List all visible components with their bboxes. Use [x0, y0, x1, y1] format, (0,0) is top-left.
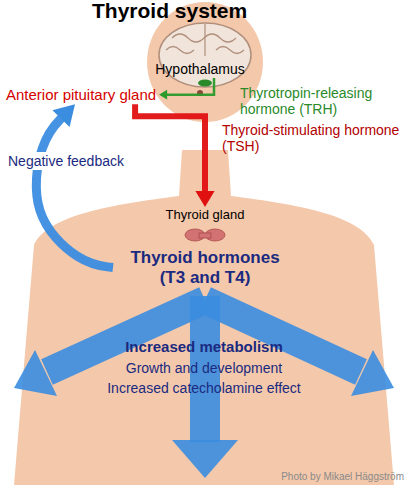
- arrowhead: [52, 104, 75, 127]
- organ-label: Anterior pituitary gland: [3, 85, 159, 104]
- watermark: Photo by Mikael Häggström: [281, 471, 404, 483]
- brain-gyri: [166, 24, 244, 56]
- effect-arrowhead: [172, 440, 238, 478]
- effect-label: Increased metabolism: [0, 338, 408, 355]
- connector-line: [165, 78, 214, 95]
- brain-gyrus: [166, 47, 194, 54]
- brain-gyrus: [172, 34, 236, 42]
- arrowhead: [159, 90, 167, 100]
- edge-label: Thyrotropin-releasing hormone (TRH): [240, 85, 406, 117]
- connector-line: [135, 104, 205, 194]
- effect-arrowhead: [14, 350, 57, 396]
- brain: [159, 23, 251, 87]
- hypothalamus-spot: [198, 80, 212, 87]
- node-text: Hypothalamus: [155, 61, 245, 77]
- hormone-label: Thyroid hormones (T3 and T4): [113, 247, 297, 288]
- tsh-arrow: [135, 104, 215, 207]
- edge-label: Negative feedback: [6, 152, 126, 170]
- brain-fissure: [204, 24, 205, 56]
- organ-label: Hypothalamus: [152, 60, 248, 78]
- node-text: Thyroid hormones (T3 and T4): [116, 248, 294, 287]
- node-text: Thyroid gland: [166, 208, 245, 223]
- brain-gyrus: [216, 47, 244, 54]
- effect-label: Growth and development: [0, 360, 408, 376]
- connector-line: [36, 116, 113, 268]
- arrowhead: [195, 191, 214, 207]
- thyroid-isthmus: [199, 233, 211, 238]
- body-silhouette: [14, 150, 394, 485]
- feedback-arrow: [36, 104, 113, 267]
- effect-label: Increased catecholamine effect: [0, 380, 408, 396]
- diagram-title: Thyroid system: [92, 0, 247, 23]
- thyroid-gland-shape: [185, 229, 225, 241]
- trh-arrow: [159, 78, 214, 99]
- effect-arrowhead: [351, 350, 394, 396]
- edge-label: Thyroid-stimulating hormone (TSH): [222, 122, 402, 154]
- organ-label: Thyroid gland: [163, 207, 248, 224]
- node-text: Anterior pituitary gland: [6, 86, 156, 103]
